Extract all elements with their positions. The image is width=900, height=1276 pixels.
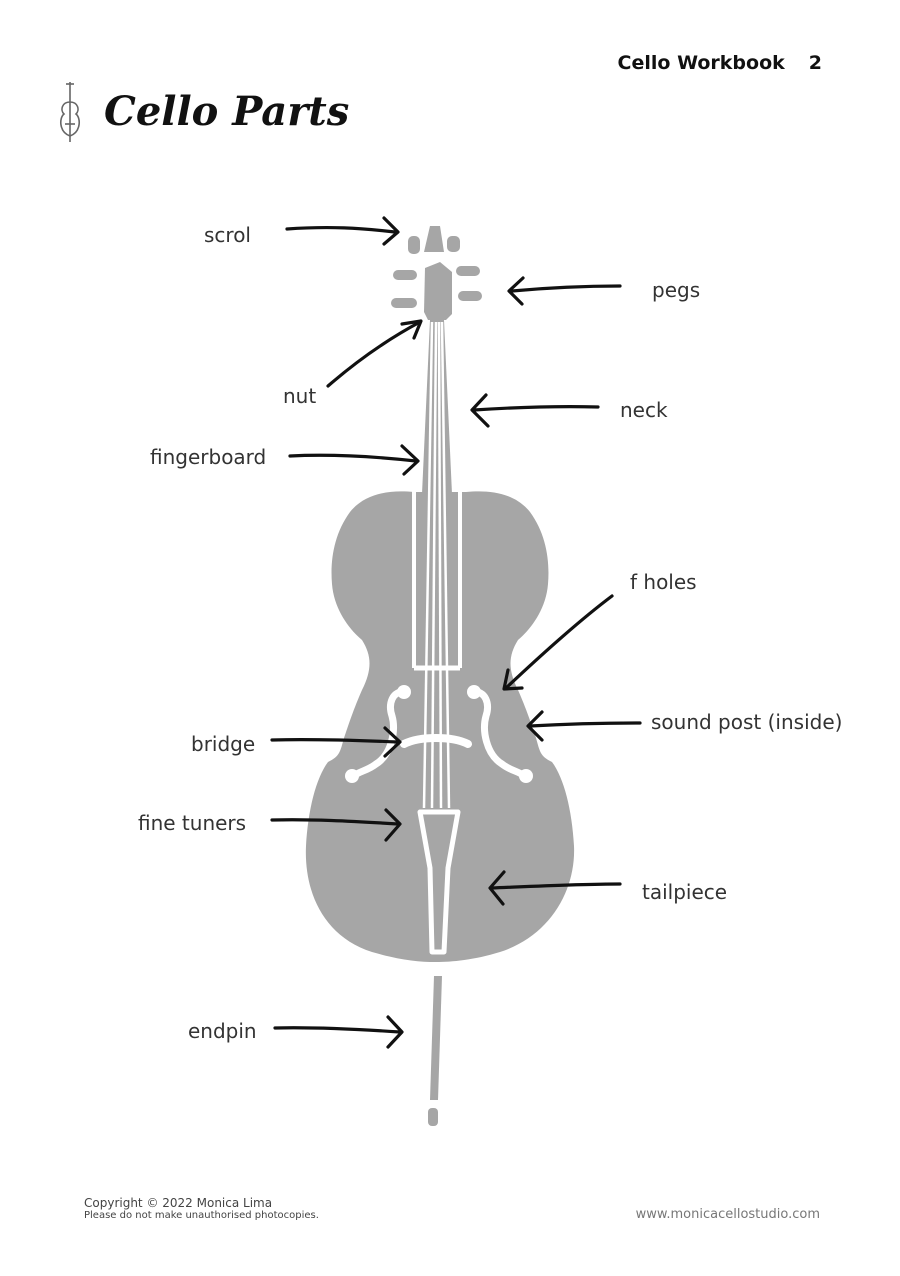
label-neck: neck [620, 398, 668, 422]
label-pegs: pegs [652, 278, 701, 302]
bridge-shape [400, 734, 472, 748]
copyright-text: Copyright © 2022 Monica Lima [84, 1196, 273, 1210]
website-link[interactable]: www.monicacellostudio.com [635, 1207, 820, 1222]
page-number: 2 [808, 52, 822, 74]
strings-shape [412, 321, 462, 809]
pegbox-shape [391, 262, 482, 320]
label-fine-tuners: fine tuners [138, 811, 247, 835]
label-endpin: endpin [188, 1019, 257, 1043]
label-scrol: scrol [204, 223, 251, 247]
arrows [270, 216, 642, 1049]
label-tailpiece: tailpiece [642, 880, 728, 904]
cello-icon [60, 82, 80, 142]
label-fingerboard: fingerboard [150, 445, 267, 469]
label-bridge: bridge [191, 732, 256, 756]
workbook-header: Cello Workbook 2 [618, 52, 822, 74]
endpin-shape [428, 976, 442, 1126]
tailpiece-shape [417, 809, 461, 955]
label-nut: nut [283, 384, 317, 408]
label-sound-post: sound post (inside) [651, 710, 843, 734]
scroll-shape [408, 226, 460, 254]
workbook-title: Cello Workbook [617, 52, 785, 74]
footer-copyright-block: Copyright © 2022 Monica Lima Please do n… [84, 1196, 319, 1221]
page-title: Cello Parts [104, 88, 350, 135]
label-f-holes: f holes [630, 570, 697, 594]
photocopy-notice: Please do not make unauthorised photocop… [84, 1210, 319, 1221]
